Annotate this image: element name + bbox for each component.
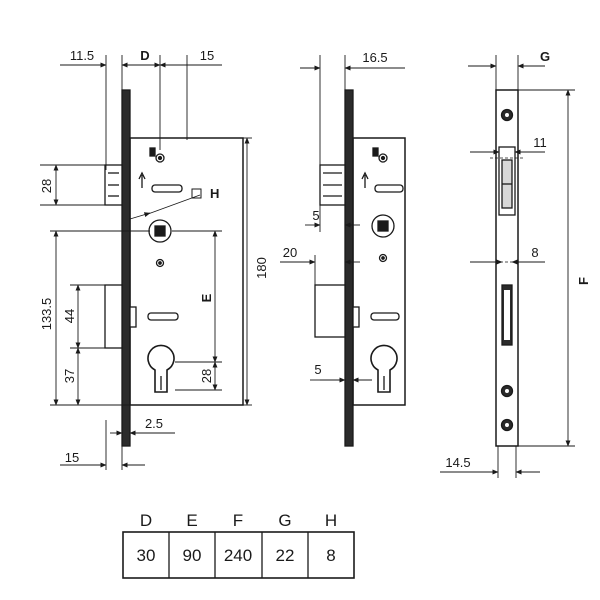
middle-labels: 16.5 5 20 5 (283, 50, 388, 377)
front-dimensions (40, 55, 252, 470)
table-header-d: D (140, 511, 152, 530)
side-view (490, 89, 524, 447)
front-view (104, 89, 244, 447)
dim-11-5: 11.5 (70, 48, 94, 63)
front-slot-upper (151, 184, 183, 193)
side-dimensions (440, 55, 575, 478)
table-value-h: 8 (326, 546, 335, 565)
dimension-table: D E F G H 30 90 240 22 8 (122, 511, 355, 579)
square-h-label: H (210, 186, 219, 201)
dim-15-bottom: 15 (65, 450, 79, 465)
front-cylinder-cutout (147, 344, 175, 393)
middle-faceplate (344, 89, 354, 447)
front-screw-hole-mid (155, 258, 165, 268)
front-follower-square (154, 225, 166, 237)
middle-cylinder-cutout (370, 344, 398, 393)
dim-133-5: 133.5 (39, 298, 54, 331)
front-deadbolt (104, 284, 123, 349)
table-value-f: 240 (224, 546, 252, 565)
front-slot-lower (147, 312, 179, 321)
dim-2-5: 2.5 (145, 416, 163, 431)
middle-dimensions (280, 55, 405, 383)
middle-view (314, 89, 406, 447)
square-h-symbol (191, 188, 202, 199)
table-header-h: H (325, 511, 337, 530)
table-value-g: 22 (276, 546, 295, 565)
dim-20: 20 (283, 245, 297, 260)
dim-15-top: 15 (200, 48, 214, 63)
dim-d-label: D (140, 48, 149, 63)
dim-e-label: E (199, 293, 214, 302)
dim-16-5: 16.5 (362, 50, 387, 65)
middle-lock-body (352, 137, 406, 406)
table-header-f: F (233, 511, 243, 530)
dim-f-label: F (576, 277, 591, 285)
side-labels: G 11 8 F 14.5 (445, 49, 591, 470)
front-faceplate (121, 89, 131, 447)
table-border (122, 531, 355, 579)
dim-37: 37 (62, 369, 77, 383)
dim-11: 11 (533, 135, 547, 150)
table-header-e: E (186, 511, 197, 530)
middle-follower-hub (371, 214, 395, 238)
dim-5-top: 5 (312, 208, 319, 223)
front-labels: 11.5 D 15 28 133.5 44 37 2.5 15 180 E 28… (39, 48, 269, 465)
dim-8: 8 (531, 245, 538, 260)
dim-28-bottom: 28 (199, 369, 214, 383)
table-header-g: G (278, 511, 291, 530)
dim-5-bottom: 5 (314, 362, 321, 377)
front-screw-hole (155, 153, 165, 163)
dim-28-top: 28 (39, 179, 54, 193)
dim-14-5: 14.5 (445, 455, 470, 470)
dim-g-label: G (540, 49, 550, 64)
dim-180: 180 (254, 257, 269, 279)
table-value-d: 30 (137, 546, 156, 565)
table-value-e: 90 (183, 546, 202, 565)
dim-44: 44 (62, 309, 77, 323)
side-latch-opening (498, 146, 516, 216)
front-lock-body (129, 137, 244, 406)
middle-deadbolt (314, 284, 346, 338)
